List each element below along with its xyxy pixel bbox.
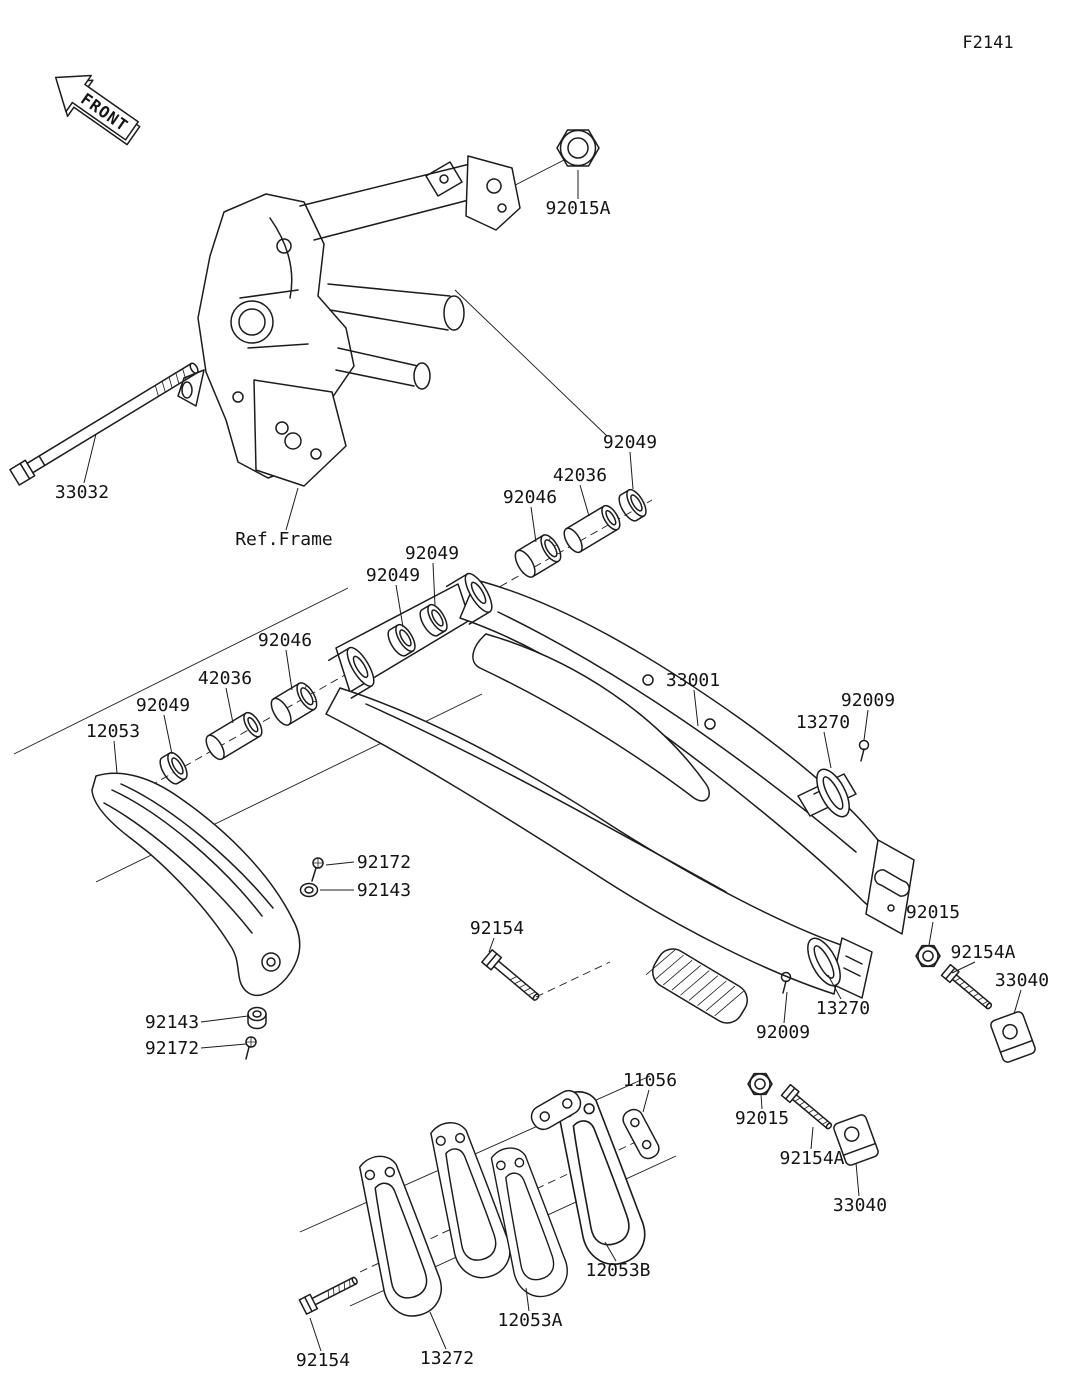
- ref-frame-drawing: [177, 155, 521, 487]
- part-label-33040-lower: 33040: [833, 1195, 887, 1216]
- part-label-92143-lower: 92143: [145, 1012, 199, 1033]
- bearing-92046-right-drawing: [514, 534, 562, 578]
- part-labels: 92015A 33032 Ref.Frame 92049 42036 92046…: [55, 198, 1049, 1371]
- part-label-92172-upper: 92172: [357, 852, 411, 873]
- guide-plate-13272-a-drawing: [351, 1148, 448, 1323]
- part-label-92154-bottom: 92154: [296, 1350, 350, 1371]
- swingarm-left-pivot-boss: [327, 646, 375, 699]
- part-label-92172-lower: 92172: [145, 1038, 199, 1059]
- collar-92143-lower-drawing: [247, 1006, 267, 1030]
- part-label-33040-upper: 33040: [995, 970, 1049, 991]
- part-label-12053: 12053: [86, 721, 140, 742]
- bolt-92154a-upper-drawing: [940, 963, 993, 1010]
- cover-13270-upper-drawing: [816, 768, 850, 818]
- part-label-92049-left: 92049: [136, 695, 190, 716]
- adjuster-33040-upper-drawing: [990, 1011, 1036, 1063]
- pivot-shaft-33032-drawing: [9, 362, 199, 486]
- swingarm-33001-drawing: [325, 572, 915, 1024]
- part-label-92015a: 92015A: [545, 198, 610, 219]
- adjuster-33040-lower-drawing: [833, 1114, 879, 1166]
- seal-92049-mid1-drawing: [387, 623, 416, 657]
- part-label-13272: 13272: [420, 1348, 474, 1369]
- part-label-13270-lower: 13270: [816, 998, 870, 1019]
- collar-92143-upper-drawing: [299, 882, 319, 898]
- nut-92015-upper-drawing: [915, 944, 941, 968]
- seal-92049-right-drawing: [618, 488, 647, 522]
- figure-code-label: F2141: [962, 33, 1013, 53]
- sleeve-42036-right-drawing: [563, 504, 621, 554]
- screw-92009-upper-drawing: [858, 739, 870, 762]
- bearing-92046-left-drawing: [270, 682, 318, 726]
- part-label-92015-upper: 92015: [906, 902, 960, 923]
- bolt-92154a-lower-drawing: [780, 1083, 833, 1130]
- bolt-92154-mid-drawing: [481, 949, 540, 1001]
- screw-92009-lower-drawing: [780, 971, 792, 994]
- part-label-92049-mid-lower: 92049: [366, 565, 420, 586]
- nut-92015a-drawing: [556, 129, 600, 167]
- screw-92172-upper-drawing: [311, 857, 324, 882]
- part-label-92046-right: 92046: [503, 487, 557, 508]
- sleeve-42036-left-drawing: [205, 711, 263, 761]
- leader-lines: [83, 170, 1022, 1352]
- part-label-92046-left: 92046: [258, 630, 312, 651]
- part-label-92049-right: 92049: [603, 432, 657, 453]
- part-label-12053a: 12053A: [497, 1310, 562, 1331]
- part-label-92049-mid-upper: 92049: [405, 543, 459, 564]
- part-label-92015-lower: 92015: [735, 1108, 789, 1129]
- bolt-92154-bottom-drawing: [298, 1276, 358, 1315]
- part-label-12053b: 12053B: [585, 1260, 650, 1281]
- seal-92049-left-drawing: [159, 751, 188, 785]
- part-label-92009-lower: 92009: [756, 1022, 810, 1043]
- chain-slider-12053-drawing: [91, 772, 301, 997]
- nut-92015-lower-drawing: [747, 1072, 773, 1096]
- chain-wear-pad-drawing: [645, 948, 748, 1024]
- part-label-33001: 33001: [666, 670, 720, 691]
- guard-12053b-drawing: [530, 1082, 652, 1272]
- part-label-42036-left: 42036: [198, 668, 252, 689]
- part-label-92143-upper: 92143: [357, 880, 411, 901]
- part-label-13270-upper: 13270: [796, 712, 850, 733]
- cover-13270-lower-drawing: [807, 937, 841, 987]
- part-label-42036-right: 42036: [553, 465, 607, 486]
- part-label-92154a-upper: 92154A: [950, 942, 1015, 963]
- part-label-92154-mid: 92154: [470, 918, 524, 939]
- ref-frame-label: Ref.Frame: [235, 529, 333, 550]
- swingarm-right-pivot-boss: [445, 572, 493, 625]
- bracket-11056-drawing: [622, 1108, 660, 1160]
- front-direction-arrow: FRONT: [54, 74, 141, 146]
- screw-92172-lower-drawing: [245, 1036, 257, 1060]
- seal-92049-mid2-drawing: [419, 603, 448, 637]
- part-label-33032: 33032: [55, 482, 109, 503]
- part-label-92154a-lower: 92154A: [779, 1148, 844, 1169]
- part-label-92009-upper: 92009: [841, 690, 895, 711]
- part-label-11056: 11056: [623, 1070, 677, 1091]
